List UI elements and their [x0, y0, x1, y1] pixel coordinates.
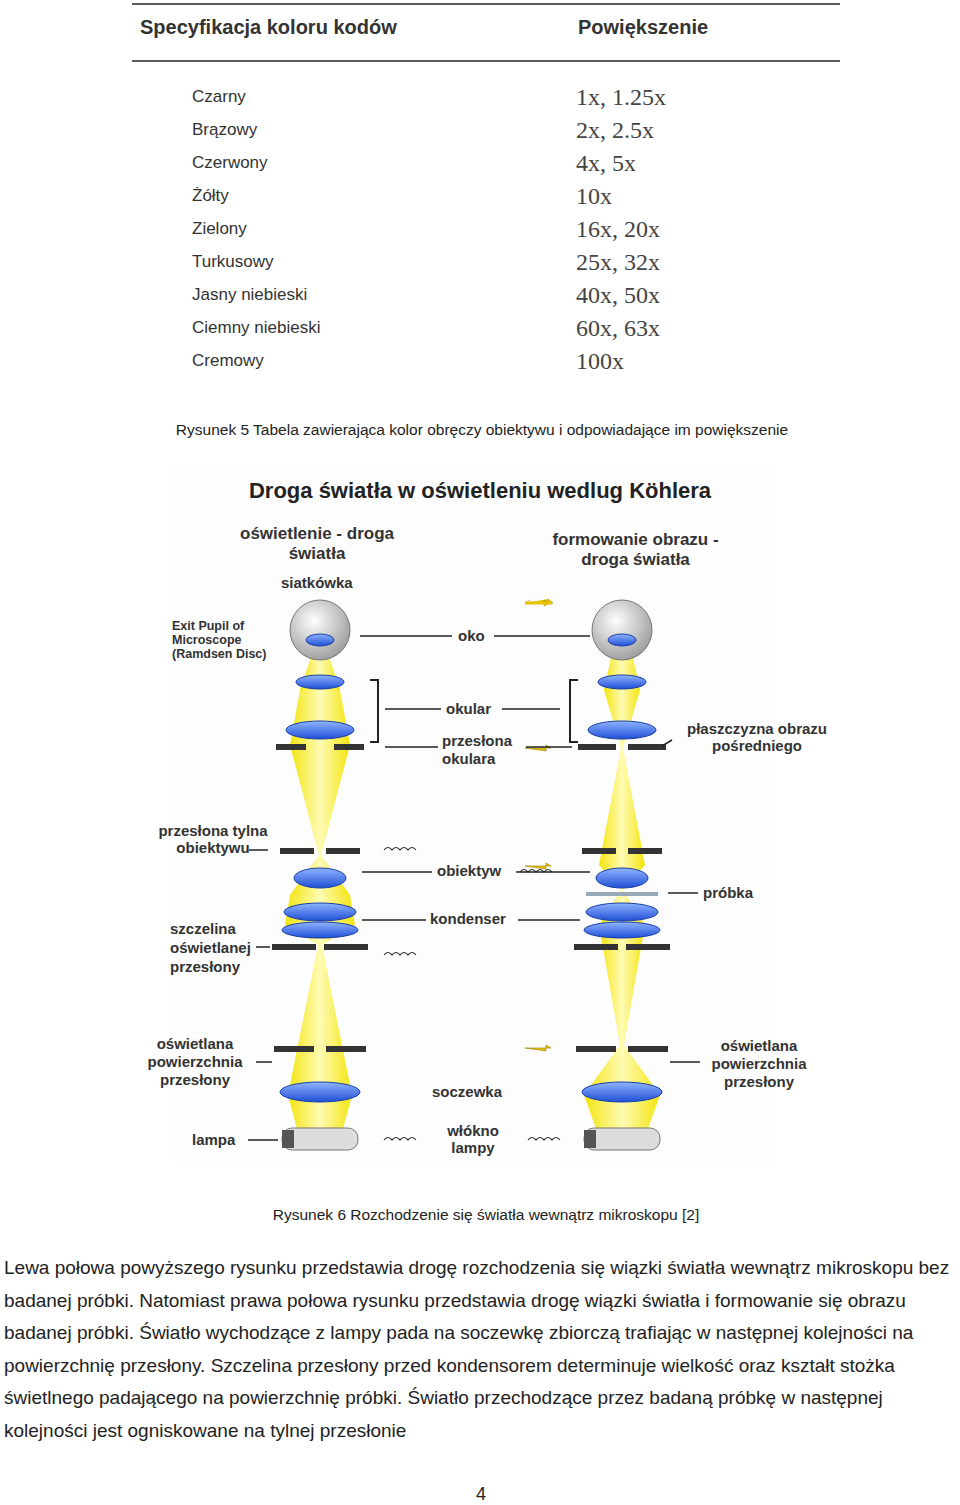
- color-name: Turkusowy: [192, 252, 274, 272]
- part-label: włókno lampy: [440, 1122, 506, 1157]
- part-label: płaszczyzna obrazu pośredniego: [672, 720, 842, 755]
- squiggle-mark: [384, 1138, 416, 1141]
- page-number: 4: [476, 1484, 486, 1505]
- color-name: Jasny niebieski: [192, 285, 307, 305]
- table-header: Powiększenie: [578, 16, 708, 39]
- part-label: formowanie obrazu - droga światła: [528, 530, 743, 569]
- part-label: przesłona tylna obiektywu: [148, 822, 278, 857]
- squiggle-mark: [528, 1138, 560, 1141]
- part-label: oświetlenie - droga światła: [232, 524, 402, 563]
- color-name: Brązowy: [192, 120, 257, 140]
- part-label: kondenser: [430, 910, 506, 927]
- magnification: 60x, 63x: [576, 315, 660, 343]
- part-label: szczelina oświetlanej przesłony: [170, 920, 258, 976]
- squiggle-mark: [384, 953, 416, 956]
- squiggle-mark: [520, 870, 552, 873]
- part-label: lampa: [192, 1131, 235, 1148]
- magnification: 16x, 20x: [576, 216, 660, 244]
- part-label: okular: [446, 700, 491, 717]
- part-label: soczewka: [432, 1083, 502, 1100]
- part-label: obiektyw: [437, 862, 501, 879]
- color-name: Cremowy: [192, 351, 264, 371]
- part-label: próbka: [703, 884, 753, 901]
- magnification: 1x, 1.25x: [576, 84, 666, 112]
- part-label: siatkówka: [281, 574, 353, 591]
- part-label: oświetlana powierzchnia przesłony: [136, 1035, 254, 1089]
- magnification: 10x: [576, 183, 612, 211]
- part-label: Exit Pupil of Microscope (Ramdsen Disc): [172, 620, 290, 661]
- magnification: 40x, 50x: [576, 282, 660, 310]
- color-name: Ciemny niebieski: [192, 318, 321, 338]
- part-label: przesłona okulara: [442, 732, 532, 768]
- color-name: Czerwony: [192, 153, 268, 173]
- color-name: Żółty: [192, 186, 229, 206]
- color-name: Zielony: [192, 219, 247, 239]
- part-label: oko: [458, 627, 485, 644]
- magnification: 100x: [576, 348, 624, 376]
- figure-caption: Rysunek 5 Tabela zawierająca kolor obręc…: [2, 421, 960, 439]
- table-header: Specyfikacja koloru kodów: [140, 16, 397, 39]
- squiggle-mark: [384, 848, 416, 851]
- part-label: oświetlana powierzchnia przesłony: [700, 1037, 818, 1091]
- magnification: 25x, 32x: [576, 249, 660, 277]
- figure-title: Droga światła w oświetleniu wedlug Köhle…: [180, 478, 780, 503]
- color-name: Czarny: [192, 87, 246, 107]
- body-text: Lewa połowa powyższego rysunku przedstaw…: [4, 1252, 956, 1447]
- magnification: 2x, 2.5x: [576, 117, 654, 145]
- magnification: 4x, 5x: [576, 150, 636, 178]
- figure-caption: Rysunek 6 Rozchodzenie się światła wewną…: [2, 1206, 960, 1224]
